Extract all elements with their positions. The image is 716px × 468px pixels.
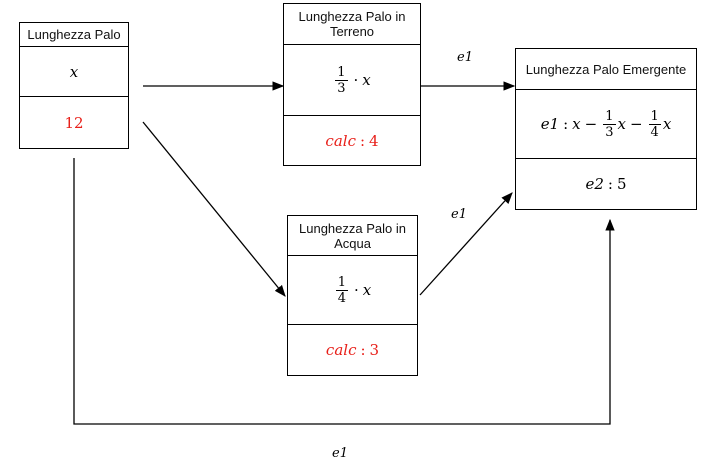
fraction: 1 4 xyxy=(648,108,661,140)
fraction-denominator: 3 xyxy=(605,124,614,140)
variable-x: x xyxy=(617,115,626,133)
formula-cell: 1 4 · x xyxy=(288,256,417,325)
box-lunghezza-palo-emergente[interactable]: Lunghezza Palo Emergente e1 : x − 1 3 x … xyxy=(515,48,697,210)
calc-value: 3 xyxy=(369,341,380,359)
fraction-denominator: 4 xyxy=(337,290,347,306)
box-lunghezza-palo-terreno[interactable]: Lunghezza Palo in Terreno 1 3 · x calc :… xyxy=(283,3,421,166)
box-title: Lunghezza Palo in Acqua xyxy=(288,216,417,256)
value-cell: 12 xyxy=(64,113,84,132)
calc-value: 4 xyxy=(369,131,379,150)
fraction-denominator: 4 xyxy=(650,124,659,140)
box-lunghezza-palo[interactable]: Lunghezza Palo x 12 xyxy=(19,22,129,149)
fraction: 1 4 xyxy=(335,274,349,306)
box-title: Lunghezza Palo in Terreno xyxy=(284,4,420,45)
fraction-numerator: 1 xyxy=(335,64,348,81)
equation-value: 5 xyxy=(616,175,627,193)
calc-label: calc xyxy=(325,341,357,359)
edge-label-top: e1 xyxy=(457,50,473,65)
fraction: 1 3 xyxy=(335,64,348,96)
multiply-sign: · xyxy=(353,71,359,89)
multiply-sign: · xyxy=(354,281,359,299)
fraction: 1 3 xyxy=(603,108,616,140)
variable-x: x xyxy=(362,71,371,89)
equation-e2-cell: e2 : 5 xyxy=(585,175,627,193)
box-title: Lunghezza Palo Emergente xyxy=(516,49,696,90)
equation-e1-cell: e1 : x − 1 3 x − 1 4 x xyxy=(516,90,696,159)
arrow-palo-to-emergente xyxy=(73,158,615,425)
arrow-acqua-to-emergente xyxy=(419,192,513,296)
calc-cell: calc : 4 xyxy=(325,131,379,150)
variable-x: x xyxy=(362,281,372,299)
equation-label: e2 xyxy=(585,175,604,193)
box-title: Lunghezza Palo xyxy=(20,23,128,47)
fraction-numerator: 1 xyxy=(335,274,349,291)
edge-label-bottom: e1 xyxy=(332,446,348,461)
formula-cell: 1 3 · x xyxy=(284,45,420,116)
box-lunghezza-palo-acqua[interactable]: Lunghezza Palo in Acqua 1 4 · x calc : 3 xyxy=(287,215,418,376)
fraction-numerator: 1 xyxy=(603,108,616,125)
equation-label: e1 xyxy=(540,115,560,133)
edge-label-mid: e1 xyxy=(451,207,467,222)
fraction-denominator: 3 xyxy=(337,80,346,96)
variable-x: x xyxy=(20,47,128,97)
variable-x: x xyxy=(662,115,672,133)
fraction-numerator: 1 xyxy=(648,108,661,125)
calc-cell: calc : 3 xyxy=(325,341,380,359)
calc-label: calc xyxy=(325,131,356,150)
arrow-palo-to-acqua xyxy=(142,121,286,297)
variable-x: x xyxy=(572,115,581,133)
